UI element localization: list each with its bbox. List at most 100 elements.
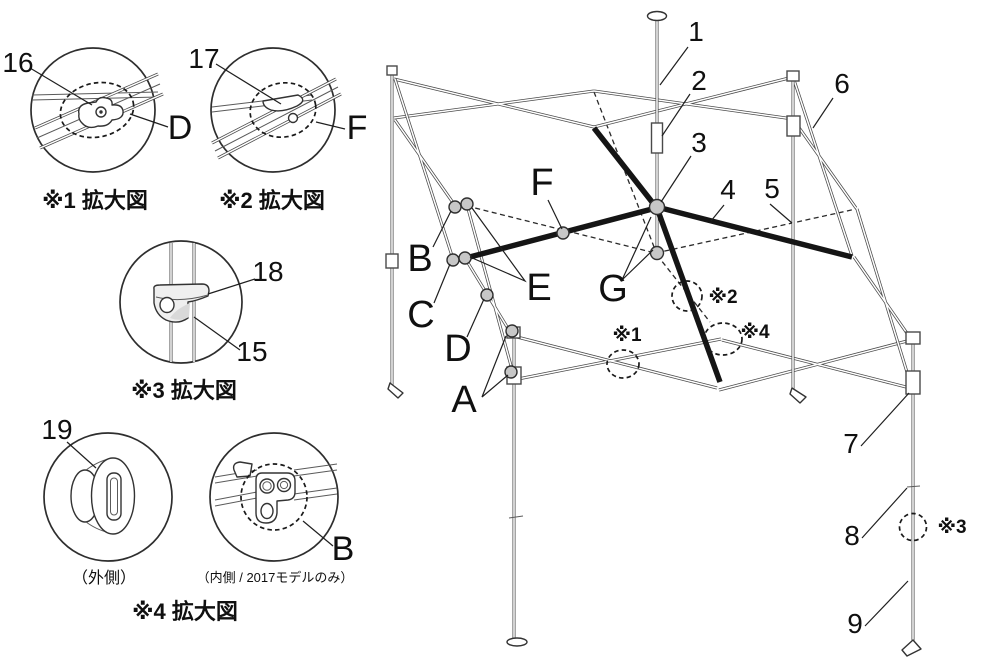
detail4-dashed-circle: [240, 463, 308, 531]
hidden-rafter-rear: [593, 91, 657, 253]
leader-3: [660, 155, 692, 203]
detail-view-2: 17 F ※2 拡大図: [188, 43, 367, 213]
ref-label-4: ※4: [740, 322, 769, 343]
leg-collar-rear-right: [786, 115, 801, 137]
leader-8: [861, 487, 908, 539]
detail2-dashed-ellipse: [249, 81, 317, 139]
leg-top-cap-rear-right: [786, 70, 800, 82]
leg-joint-front-right: [906, 485, 921, 488]
detail1-bolt-center: [99, 110, 103, 114]
ref-label-3: ※3: [937, 517, 966, 538]
leader-B: [432, 210, 452, 248]
label-B: B: [407, 238, 432, 280]
leg-foot-rear-left: [387, 382, 404, 399]
detail4-leader-19: [66, 441, 97, 469]
detail2-letter-F: F: [347, 109, 368, 147]
pivot-dot-A-upper: [505, 324, 519, 338]
legs: [387, 68, 922, 657]
label-4: 4: [720, 174, 736, 205]
detail4-bracket-hole-left-inner: [262, 481, 272, 491]
detail3-bracket-shading: [170, 303, 190, 320]
leader-G: [621, 216, 654, 281]
leg-top-cap-front-right: [905, 331, 921, 345]
ref-circle-3: [898, 512, 928, 542]
detail4-part-19: 19: [41, 414, 72, 445]
runner-dot-G: [649, 245, 665, 261]
leg-foot-front-right: [901, 639, 922, 657]
pivot-dot-D: [480, 288, 494, 302]
ref-circle-4: [703, 322, 743, 356]
detail1-leader-D: [129, 113, 169, 128]
detail2-bolt: [287, 112, 299, 124]
leader-7: [860, 392, 910, 447]
hub-dot: [648, 198, 666, 216]
detail3-caption: ※3 拡大図: [131, 378, 237, 403]
label-6: 6: [834, 68, 850, 99]
detail2-caption: ※2 拡大図: [219, 188, 325, 213]
label-E: E: [526, 267, 551, 309]
leader-lines: [432, 46, 910, 627]
pivot-dot-B: [448, 200, 462, 214]
leader-D: [466, 298, 485, 338]
main-frame: 1 2 3 4 5 6 7 8 9 A B C D E F G ※1 ※2 ※4…: [385, 10, 967, 657]
detail4-bracket-bolt-inner: [279, 480, 289, 490]
leader-C: [433, 263, 451, 304]
leader-A: [481, 335, 509, 398]
detail4-left-caption: （外側）: [72, 569, 136, 587]
label-5: 5: [764, 173, 780, 204]
detail4-cap-slot-outer: [106, 472, 122, 521]
leader-E: [469, 207, 527, 283]
pivot-dot-E-upper: [460, 197, 474, 211]
detail2-tube-midline: [214, 86, 339, 152]
ref-circles: [606, 280, 928, 542]
detail1-leader-16: [29, 67, 93, 106]
detail4-letter-B: B: [332, 530, 355, 568]
detail3-part-15: 15: [236, 336, 267, 367]
leader-9: [864, 580, 909, 627]
label-F: F: [530, 162, 553, 204]
detail1-caption: ※1 拡大図: [42, 188, 148, 213]
pole-collar: [650, 122, 664, 154]
detail1-part-16: 16: [2, 47, 33, 78]
leader-5: [769, 203, 793, 224]
label-C: C: [407, 294, 434, 336]
pivot-dot-C: [446, 253, 460, 267]
leader-1: [659, 46, 689, 86]
truss-right: [792, 78, 913, 384]
detail4-bracket-hole-left: [259, 478, 275, 494]
detail4-leader-B: [302, 520, 334, 547]
label-1: 1: [688, 16, 704, 47]
label-8: 8: [844, 520, 860, 551]
detail2-part-17: 17: [188, 43, 219, 74]
leader-F: [547, 199, 563, 230]
ref-label-1: ※1: [612, 325, 641, 346]
detail3-part-18: 18: [252, 256, 283, 287]
detail1-dashed-ellipse: [59, 81, 135, 139]
label-3: 3: [691, 127, 707, 158]
leader-2: [661, 93, 691, 137]
detail3-bracket-hole: [159, 296, 175, 314]
detail4-top-tab: [232, 461, 253, 478]
detail2-leader-F: [315, 121, 346, 130]
leg-collar-front-right: [905, 370, 921, 395]
leg-joint-front-left: [508, 515, 524, 519]
detail-view-3: 18 15 ※3 拡大図: [119, 240, 284, 403]
detail4-tubes-right: [293, 463, 338, 501]
leader-4: [710, 204, 725, 222]
detail3-bracket-edge: [155, 294, 209, 301]
label-A: A: [451, 379, 477, 421]
ref-circle-1: [606, 349, 640, 379]
detail4-right-caption: （内側 / 2017モデルのみ）: [197, 570, 354, 585]
label-2: 2: [691, 65, 707, 96]
leader-6: [812, 97, 834, 129]
truss-back: [392, 75, 795, 129]
main-labels: 1 2 3 4 5 6 7 8 9 A B C D E F G ※1 ※2 ※4…: [407, 16, 966, 639]
detail4-cap-slot-inner: [110, 477, 118, 516]
detail4-bracket-bolt: [276, 477, 292, 493]
ref-circle-2: [671, 280, 703, 312]
leg-foot-front-left: [506, 637, 528, 647]
label-D: D: [444, 328, 471, 370]
leg-top-cap-rear-left: [386, 65, 398, 76]
